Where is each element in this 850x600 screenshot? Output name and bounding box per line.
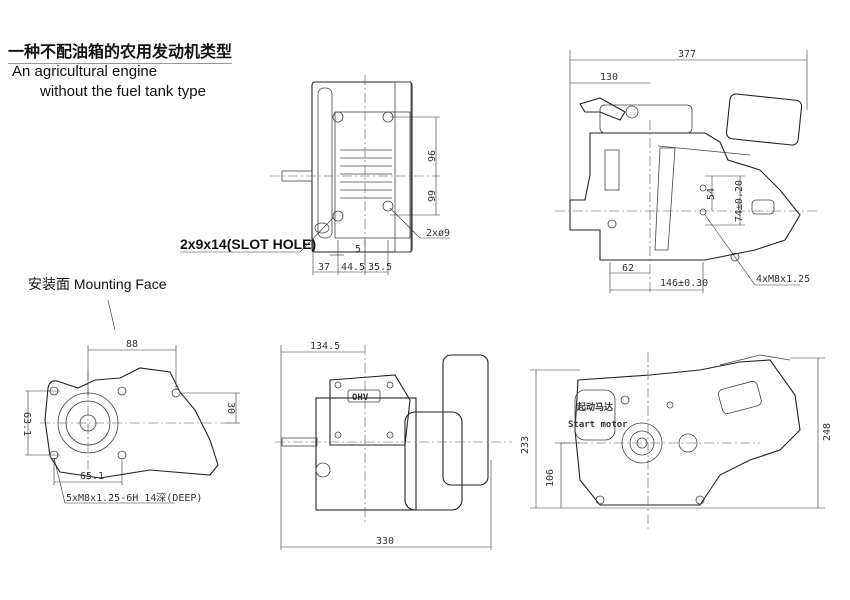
- hole-label: 2xø9: [426, 228, 450, 239]
- dim-96: 96: [425, 150, 436, 162]
- dim-130: 130: [600, 72, 618, 83]
- cooling-fins: [340, 149, 392, 199]
- side-elevation-engine: [555, 93, 820, 295]
- title-english-line2: without the fuel tank type: [40, 83, 206, 100]
- dim-62: 62: [622, 263, 634, 274]
- dim-377: 377: [678, 49, 696, 60]
- start-motor-label-cn: 起动马达: [576, 401, 613, 413]
- dim-106: 106: [545, 469, 556, 487]
- ohv-logo: OHV: [352, 393, 369, 403]
- thread-label-4xm8: 4xM8x1.25: [756, 274, 810, 285]
- dim-146: 146±0.30: [660, 278, 708, 289]
- side-view-engine: [560, 352, 801, 530]
- top-view-dimensions: 96 66 5 37 44.5 35.5 2xø9: [180, 116, 450, 275]
- dim-134-5: 134.5: [310, 341, 340, 352]
- dim-88: 88: [126, 339, 138, 350]
- side-elevation-dimensions: 377 130 54 74±0.20 62 146±0.30 4xM8x1.25: [569, 49, 810, 293]
- start-motor-label-en: Start motor: [568, 420, 628, 430]
- title-chinese: 一种不配油箱的农用发动机类型: [8, 38, 233, 64]
- dim-37: 37: [318, 262, 330, 273]
- slot-hole-label: 2x9x14(SLOT HOLE): [180, 236, 317, 252]
- front-view-dimensions: 134.5 330: [280, 341, 492, 550]
- thread-label-5xm8: 5xM8x1.25-6H 14深(DEEP): [66, 492, 202, 504]
- dim-330: 330: [376, 536, 394, 547]
- dim-74: 74±0.20: [734, 180, 745, 222]
- dim-66: 66: [425, 190, 436, 202]
- front-view-engine: OHV: [275, 345, 512, 525]
- mounting-face-view: 88 63.1 30 65.1 5xM8x1.25-6H 14深(DEEP): [21, 299, 240, 504]
- dim-248: 248: [822, 423, 833, 441]
- dim-30: 30: [225, 402, 236, 414]
- dim-65-1: 65.1: [80, 471, 104, 482]
- dim-35-5: 35.5: [368, 262, 392, 273]
- mounting-face-label: 安装面 Mounting Face: [28, 276, 167, 292]
- dim-54: 54: [706, 188, 717, 200]
- dim-5: 5: [355, 244, 361, 255]
- dim-63-1: 63.1: [21, 412, 32, 436]
- title-english-line1: An agricultural engine: [12, 63, 158, 80]
- side-view-dimensions: 233 106 248 起动马达 Start motor: [520, 357, 833, 509]
- dim-233: 233: [520, 436, 531, 454]
- dim-44-5: 44.5: [341, 262, 365, 273]
- top-view-engine: [270, 75, 440, 270]
